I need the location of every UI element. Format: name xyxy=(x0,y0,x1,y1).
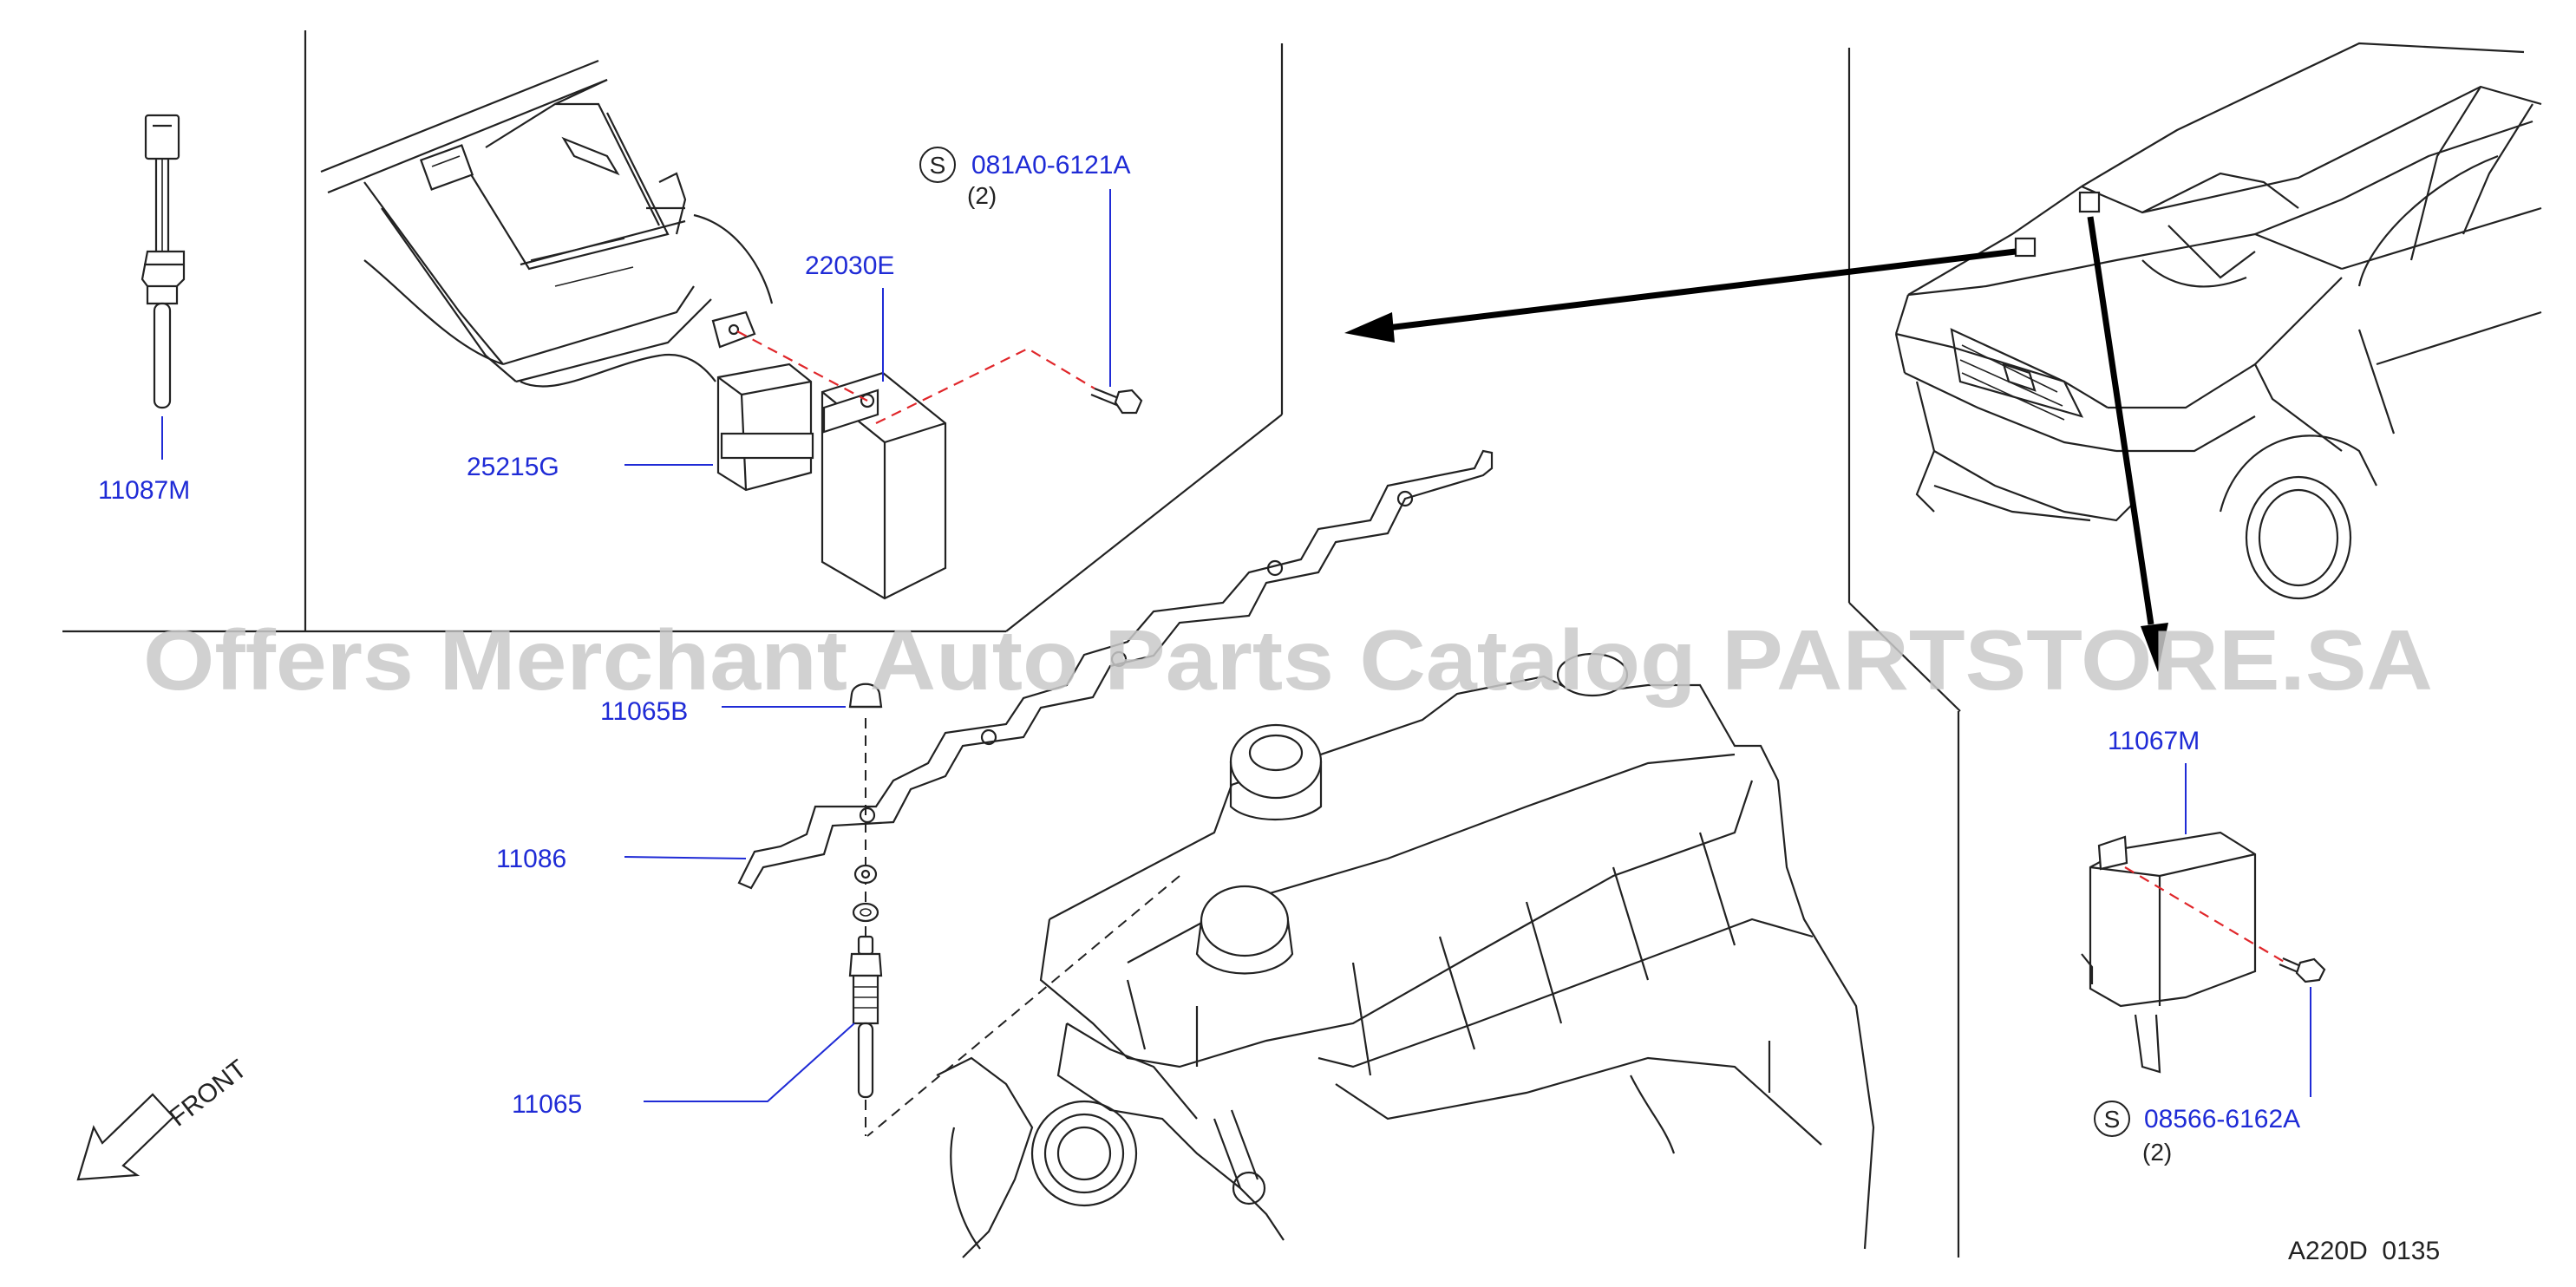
part-11087M-sensor[interactable] xyxy=(141,114,186,409)
link-dashed-1 xyxy=(736,330,868,402)
leader-11086 xyxy=(624,856,747,859)
front-label: FRONT xyxy=(164,1055,252,1133)
vehicle-drawing xyxy=(1894,42,2542,600)
label-22030E[interactable]: 22030E xyxy=(805,252,894,280)
diagram-reference: A220D 0135 xyxy=(2288,1237,2440,1265)
label-08566-6162A[interactable]: 08566-6162A xyxy=(2144,1105,2300,1133)
engine-block-drawing xyxy=(866,652,1875,1258)
engine-dashed-guide xyxy=(866,875,1180,1137)
chassis-bracket-drawing xyxy=(320,59,774,383)
link-dashed-3 xyxy=(2124,866,2286,964)
leader-11065 xyxy=(644,1022,855,1102)
part-081A0-bolt[interactable] xyxy=(1090,387,1143,415)
front-direction-arrow xyxy=(76,1093,175,1181)
label-11086[interactable]: 11086 xyxy=(496,845,566,873)
link-dashed-2 xyxy=(875,347,1095,424)
watermark-text: Offers Merchant Auto Parts Catalog PARTS… xyxy=(143,612,2433,708)
standard-part-symbol-1 xyxy=(919,147,956,183)
label-11067M[interactable]: 11067M xyxy=(2108,727,2200,755)
qty-08566-6162A: (2) xyxy=(2142,1139,2172,1166)
standard-part-symbol-2 xyxy=(2094,1101,2130,1137)
label-25215G[interactable]: 25215G xyxy=(467,453,559,481)
part-25215G-relay[interactable] xyxy=(716,363,814,492)
label-11065[interactable]: 11065 xyxy=(512,1090,582,1119)
label-081A0-6121A[interactable]: 081A0-6121A xyxy=(971,151,1131,180)
panel-frames xyxy=(62,30,1961,1258)
label-11087M[interactable]: 11087M xyxy=(98,476,190,505)
standard-part-letter-2: S xyxy=(2104,1106,2121,1133)
part-11067M-module[interactable] xyxy=(2081,831,2257,1074)
bracket-arm xyxy=(520,310,756,388)
part-22030E-controller[interactable] xyxy=(821,371,947,600)
part-11086-gasket[interactable] xyxy=(737,449,1494,890)
standard-part-letter-1: S xyxy=(930,152,946,179)
washer-set xyxy=(852,864,879,923)
part-11065B-nut[interactable] xyxy=(848,683,883,709)
part-08566-bolt[interactable] xyxy=(2279,957,2326,983)
qty-081A0-6121A: (2) xyxy=(967,182,997,209)
part-11065-glow-plug[interactable] xyxy=(848,935,883,1099)
label-11065B[interactable]: 11065B xyxy=(600,697,688,726)
location-arrows xyxy=(1344,216,2168,672)
